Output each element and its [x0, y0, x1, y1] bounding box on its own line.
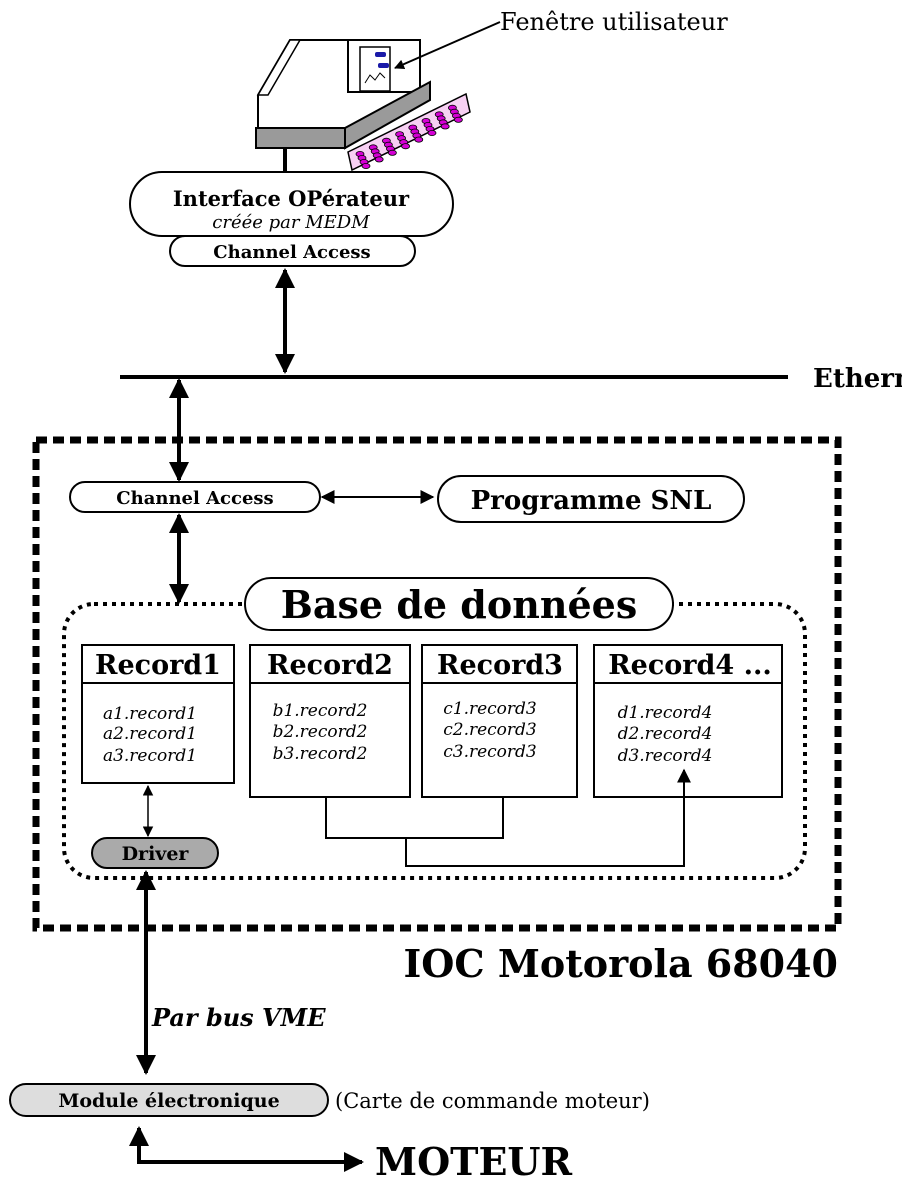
keyboard-key: [387, 149, 397, 156]
database-title-box: [244, 577, 674, 631]
keyboard-icon: [347, 92, 471, 172]
opi-title: Interface OPérateur: [173, 186, 410, 211]
keyboard-key: [374, 156, 384, 163]
record2-record3-link: [325, 798, 504, 839]
record-field: a3.record1: [103, 746, 197, 766]
driver-box: [91, 837, 219, 869]
keyboard-key: [427, 129, 437, 136]
module-box: [9, 1083, 329, 1117]
module-note: (Carte de commande moteur): [335, 1089, 650, 1113]
ioc-channel-access-label: Channel Access: [116, 488, 273, 509]
ioc-boundary: [32, 436, 842, 932]
driver-label: Driver: [122, 843, 190, 865]
ioc-label: IOC Motorola 68040: [403, 941, 838, 986]
workstation-icon: [255, 39, 471, 172]
opi-channel-access-box: [169, 235, 416, 267]
window-pointer-arrow: [394, 21, 501, 69]
record-1: Record1 a1.record1 a2.record1 a3.record1: [81, 644, 235, 784]
snl-label: Programme SNL: [471, 486, 712, 516]
record-field: c2.record3: [443, 720, 537, 740]
record-field: c1.record3: [443, 699, 537, 719]
record-title: Record3: [437, 650, 563, 681]
ioc-channel-access-box: [69, 481, 321, 513]
keyboard-key: [361, 162, 371, 169]
record-field: d1.record4: [618, 703, 713, 723]
motor-label: MOTEUR: [375, 1139, 573, 1184]
record-field: b1.record2: [273, 701, 368, 721]
opi-subtitle: créée par MEDM: [212, 212, 370, 233]
keyboard-key: [414, 136, 424, 143]
keyboard-key: [440, 123, 450, 130]
record-title: Record1: [95, 650, 221, 681]
record-field: b2.record2: [273, 722, 368, 742]
record-2: Record2 b1.record2 b2.record2 b3.record2: [249, 644, 411, 798]
module-motor-arrow: [129, 1126, 364, 1172]
record-field: c3.record3: [443, 742, 537, 762]
module-label: Module électronique: [58, 1090, 279, 1112]
record-3: Record3 c1.record3 c2.record3 c3.record3: [421, 644, 578, 798]
snl-box: [437, 475, 745, 523]
record-link-to-record4: [405, 768, 691, 867]
record-title: Record4 ...: [608, 650, 772, 681]
database-label: Base de données: [281, 582, 637, 627]
record-field: a1.record1: [103, 704, 197, 724]
keyboard-key: [453, 116, 463, 123]
record-field: d2.record4: [618, 724, 713, 744]
keyboard-key: [401, 143, 411, 150]
opi-channel-access-label: Channel Access: [213, 242, 370, 263]
record-field: a2.record1: [103, 724, 197, 744]
ethernet-label: Ethernet: [813, 364, 902, 394]
record-title: Record2: [267, 650, 393, 681]
record-field: d3.record4: [618, 746, 713, 766]
record-4: Record4 ... d1.record4 d2.record4 d3.rec…: [593, 644, 783, 798]
record-field: b3.record2: [273, 744, 368, 764]
user-window-label: Fenêtre utilisateur: [500, 8, 728, 36]
vme-bus-label: Par bus VME: [151, 1003, 326, 1032]
